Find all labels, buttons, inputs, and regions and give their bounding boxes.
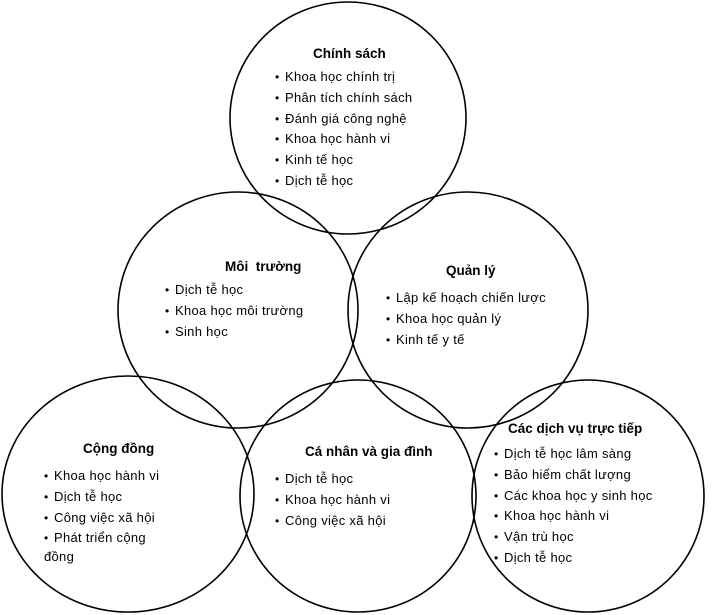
title-chinh-sach: Chính sách [313, 46, 386, 61]
list-item: Đánh giá công nghệ [275, 109, 412, 130]
list-item: Dịch tễ học [275, 469, 433, 490]
list-item: Dịch tễ học [494, 548, 653, 569]
list-moi-truong: Dịch tễ học Khoa học môi trường Sinh học [165, 280, 303, 342]
list-item: Bảo hiểm chất lượng [494, 465, 653, 486]
list-item: Dịch tễ học [165, 280, 303, 301]
list-cong-dong: Khoa học hành vi Dịch tễ học Công việc x… [44, 466, 159, 564]
list-item: Phân tích chính sách [275, 88, 412, 109]
list-item: Khoa học quản lý [386, 309, 546, 330]
list-item: Công việc xã hội [275, 511, 433, 532]
circle-dich-vu [471, 379, 705, 613]
title-dich-vu: Các dịch vụ trực tiếp [508, 421, 643, 436]
list-item: Khoa học môi trường [165, 301, 303, 322]
list-item: Sinh học [165, 322, 303, 343]
list-item: Kinh tế y tế [386, 330, 546, 351]
list-item: Dịch tễ học lâm sàng [494, 444, 653, 465]
title-ca-nhan: Cá nhân và gia đình [305, 444, 433, 459]
circle-quan-ly [347, 191, 589, 429]
list-item: Khoa học chính trị [275, 67, 412, 88]
list-item: Kinh tế học [275, 150, 412, 171]
circle-ca-nhan [239, 379, 477, 613]
list-item: Phát triển cộng [44, 528, 159, 549]
list-item: Dịch tễ học [44, 487, 159, 508]
title-cong-dong: Cộng đồng [83, 441, 155, 456]
list-quan-ly: Lập kế hoạch chiến lược Khoa học quản lý… [386, 288, 546, 350]
list-ca-nhan: Dịch tễ học Khoa học hành vi Công việc x… [275, 469, 433, 531]
group-quan-ly: Quản lý Lập kế hoạch chiến lược Khoa học… [386, 263, 546, 350]
list-dich-vu: Dịch tễ học lâm sàng Bảo hiểm chất lượng… [494, 444, 653, 569]
group-cong-dong: Cộng đồng Khoa học hành vi Dịch tễ học C… [44, 441, 159, 564]
group-dich-vu: Các dịch vụ trực tiếp Dịch tễ học lâm sà… [494, 421, 653, 569]
circle-cong-dong [1, 375, 255, 613]
list-chinh-sach: Khoa học chính trị Phân tích chính sách … [275, 67, 412, 192]
title-quan-ly: Quản lý [446, 263, 496, 278]
list-item: Khoa học hành vi [275, 129, 412, 150]
group-ca-nhan: Cá nhân và gia đình Dịch tễ học Khoa học… [275, 444, 433, 531]
list-item-continuation: đồng [44, 549, 75, 565]
title-moi-truong: Môi trường [225, 259, 302, 274]
list-item: Dịch tễ học [275, 171, 412, 192]
list-item: Công việc xã hội [44, 508, 159, 529]
list-item: Các khoa học y sinh học [494, 486, 653, 507]
list-item: Khoa học hành vi [44, 466, 159, 487]
list-item: Khoa học hành vi [275, 490, 433, 511]
group-moi-truong: Môi trường Dịch tễ học Khoa học môi trườ… [165, 259, 303, 342]
list-item: Khoa học hành vi [494, 506, 653, 527]
circle-moi-truong [117, 191, 359, 429]
group-chinh-sach: Chính sách Khoa học chính trị Phân tích … [275, 46, 412, 192]
list-item: Vận trù học [494, 527, 653, 548]
list-item: Lập kế hoạch chiến lược [386, 288, 546, 309]
circle-chinh-sach [229, 1, 467, 235]
